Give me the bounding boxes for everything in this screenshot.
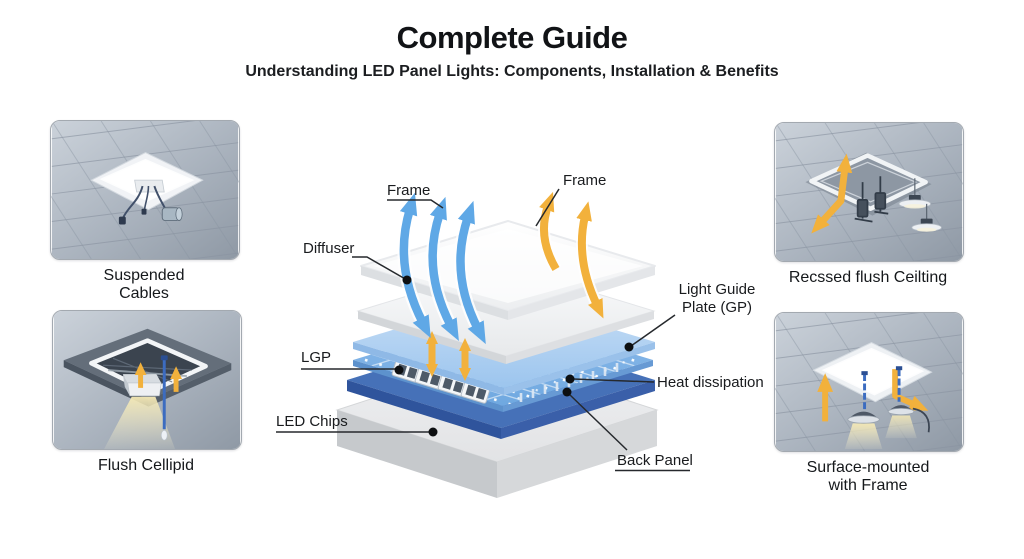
bent-airflow-arrow-icon [811, 153, 853, 234]
label-led-chips: LED Chips [276, 413, 348, 430]
airflow-yellow-arrows-icon [538, 191, 604, 319]
page-title: Complete Guide [396, 20, 628, 55]
caption-surface-mounted: Surface-mounted with Frame [774, 459, 962, 496]
caption-flush-ceiling: Flush Cellipid [52, 457, 240, 475]
label-frame-right: Frame [563, 172, 606, 189]
heat-sink-fins [519, 363, 619, 402]
recessed-flush-illustration [774, 122, 964, 262]
caption-line: Cables [119, 285, 169, 303]
airflow-blue-arrows-icon [397, 192, 486, 345]
label-light-guide-plate-line1: Light Guide [679, 281, 756, 298]
hanging-brackets [854, 176, 889, 223]
caption-line: Suspended [103, 267, 185, 284]
caption-line: Recssed flush Ceilting [788, 269, 948, 286]
surface-mounted-illustration [774, 312, 964, 452]
caption-suspended-cables: Suspended Cables [50, 267, 238, 304]
diagram-labels: Frame Frame Diffuser LGP LED Chips Light… [276, 172, 764, 469]
caption-recessed-flush: Recssed flush Ceilting [774, 269, 962, 287]
ceiling-flush-image [53, 311, 241, 449]
label-lgp: LGP [301, 349, 331, 366]
driver-box [161, 207, 183, 222]
label-diffuser: Diffuser [303, 240, 354, 257]
pendant-disc-lights [898, 178, 942, 232]
callout-leader-lines [276, 188, 690, 472]
light-beam-cone [104, 396, 176, 449]
flush-ceiling-illustration [52, 310, 242, 450]
caption-line: Surface-mounted [806, 459, 930, 476]
label-frame-left: Frame [387, 182, 430, 199]
caption-line: with Frame [828, 477, 908, 495]
card-recessed-flush: Recssed flush Ceilting [774, 122, 964, 287]
ceiling-recessed-image [775, 123, 963, 261]
light-down-arrows-icon [426, 331, 471, 381]
rod-cap [861, 371, 868, 376]
label-heat-dissipation: Heat dissipation [657, 374, 764, 391]
card-surface-mounted: Surface-mounted with Frame [774, 312, 964, 496]
card-flush-ceiling: Flush Cellipid [52, 310, 242, 475]
mounting-rod [160, 355, 168, 441]
exploded-panel-diagram: Frame Frame Diffuser LGP LED Chips Light… [276, 172, 764, 498]
label-back-panel: Back Panel [617, 452, 693, 469]
cable-connectors [118, 208, 147, 225]
bent-down-arrow-icon [892, 369, 929, 411]
suspended-cables-illustration [50, 120, 240, 260]
ceiling-surface-image [775, 313, 963, 451]
ceiling-suspended-image [51, 121, 239, 259]
rod-cap [895, 366, 903, 371]
ceiling-slab [63, 328, 232, 407]
suspended-panel [90, 151, 204, 211]
page-subtitle: Understanding LED Panel Lights: Componen… [245, 63, 779, 80]
pendant-dome-lights [844, 405, 930, 450]
card-suspended-cables: Suspended Cables [50, 120, 240, 304]
header: Complete Guide Understanding LED Panel L… [0, 20, 1024, 81]
caption-line: Flush Cellipid [97, 457, 195, 474]
airflow-up-arrows-icon [134, 362, 182, 392]
label-light-guide-plate-line2: Plate (GP) [682, 299, 752, 316]
